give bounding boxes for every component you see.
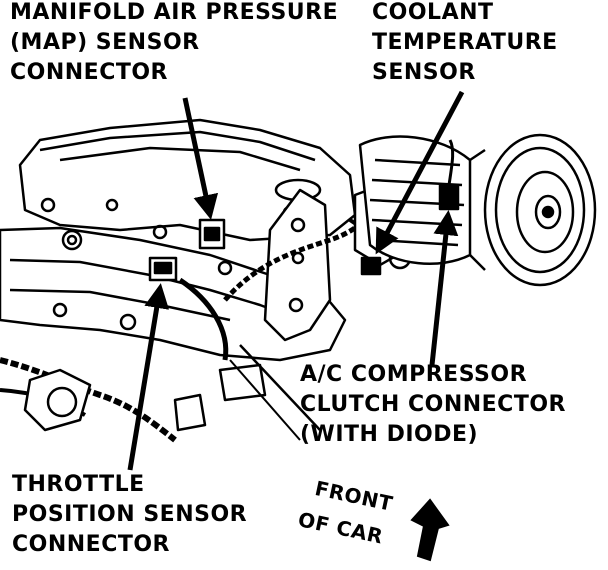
tps-arrow bbox=[127, 283, 170, 471]
map-label-line: CONNECTOR bbox=[10, 60, 168, 85]
coolant-sensor-label: COOLANT TEMPERATURE SENSOR bbox=[372, 0, 558, 88]
map-label-line: (MAP) SENSOR bbox=[10, 30, 200, 55]
map-label-line: MANIFOLD AIR PRESSURE bbox=[10, 0, 339, 25]
coolant-label-line: COOLANT bbox=[372, 0, 494, 25]
coolant-label-line: TEMPERATURE bbox=[372, 30, 558, 55]
map-arrow bbox=[182, 97, 219, 220]
ac-label-line: (WITH DIODE) bbox=[300, 422, 479, 447]
ac-clutch-label: A/C COMPRESSOR CLUTCH CONNECTOR (WITH DI… bbox=[300, 360, 566, 450]
tps-label-line: CONNECTOR bbox=[12, 532, 170, 557]
ac-arrow bbox=[429, 210, 459, 366]
front-of-car-arrow-icon bbox=[410, 498, 450, 562]
tps-label-line: THROTTLE bbox=[12, 472, 145, 497]
map-sensor-label: MANIFOLD AIR PRESSURE (MAP) SENSOR CONNE… bbox=[10, 0, 338, 88]
engine-block bbox=[0, 118, 597, 443]
ac-label-line: CLUTCH CONNECTOR bbox=[300, 392, 566, 417]
ac-label-line: A/C COMPRESSOR bbox=[300, 362, 528, 387]
throttle-sensor-label: THROTTLE POSITION SENSOR CONNECTOR bbox=[12, 470, 247, 560]
coolant-label-line: SENSOR bbox=[372, 60, 476, 85]
tps-label-line: POSITION SENSOR bbox=[12, 502, 248, 527]
leader-arrows bbox=[127, 90, 465, 471]
coolant-arrow bbox=[375, 90, 465, 255]
